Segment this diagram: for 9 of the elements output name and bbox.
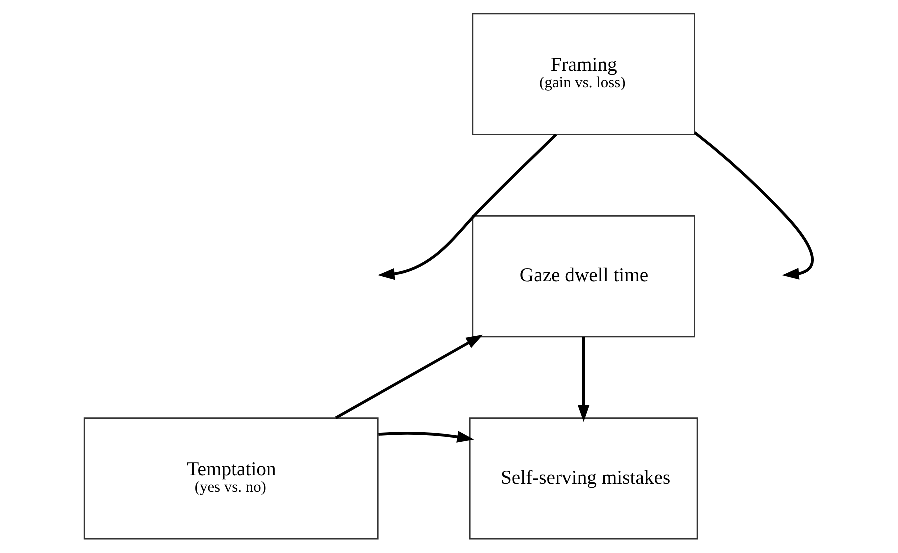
node-box: Framing (gain vs. loss) xyxy=(472,13,696,136)
arrow xyxy=(335,334,484,420)
arrow xyxy=(578,337,590,422)
arrow xyxy=(694,132,814,280)
node-box: Gaze dwell time xyxy=(472,215,696,338)
node-box: Self-serving mistakes xyxy=(469,418,698,540)
arrow xyxy=(378,431,474,443)
node-box: Temptation (yes vs. no) xyxy=(84,418,379,540)
arrow xyxy=(378,134,558,280)
